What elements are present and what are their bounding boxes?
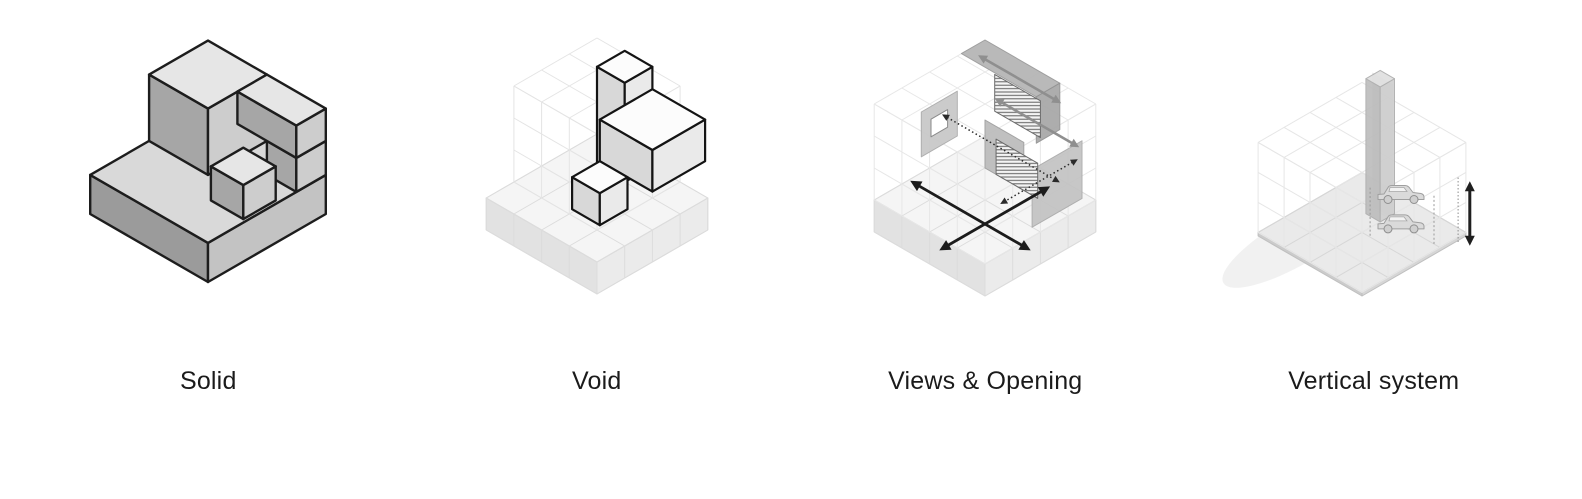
views-opening-label: Views & Opening (888, 367, 1083, 395)
void-main-block (598, 88, 706, 193)
massing-front-cube (209, 146, 278, 221)
views-opening-diagram (805, 16, 1165, 361)
view-arrow-main-x (910, 180, 1031, 251)
vertical-svg (1222, 69, 1475, 297)
view-arrow-dotted-long (942, 114, 1061, 183)
louver-panel-mid (995, 138, 1039, 199)
view-arrow-top-left (978, 55, 1062, 104)
void-svg (485, 37, 709, 295)
void-label: Void (572, 367, 622, 395)
louver-panel-top (994, 73, 1042, 139)
panel-void: Void (403, 6, 792, 493)
solid-svg (89, 39, 328, 284)
solid-diagram (28, 16, 388, 361)
view-arrow-main-y (939, 186, 1051, 251)
core-column (1365, 69, 1395, 223)
car-icon (1377, 185, 1425, 204)
massing-bridge (236, 73, 328, 160)
car-upper (1377, 185, 1425, 204)
car-icon (1377, 214, 1425, 234)
car-lower (1377, 214, 1425, 234)
view-arrow-top-right (994, 98, 1080, 148)
panel-solid: Solid (14, 6, 403, 493)
vertical-system-diagram (1194, 16, 1554, 361)
vertical-system-label: Vertical system (1288, 367, 1460, 395)
solid-label: Solid (179, 367, 237, 395)
views-svg (873, 39, 1097, 297)
void-diagram (417, 16, 777, 361)
panel-vertical-system: Vertical system (1180, 6, 1569, 493)
vertical-arrow (1464, 181, 1475, 246)
view-arrow-dotted-cross (1000, 159, 1079, 204)
panel-views-opening: Views & Opening (791, 6, 1180, 493)
void-step-block (570, 160, 629, 227)
